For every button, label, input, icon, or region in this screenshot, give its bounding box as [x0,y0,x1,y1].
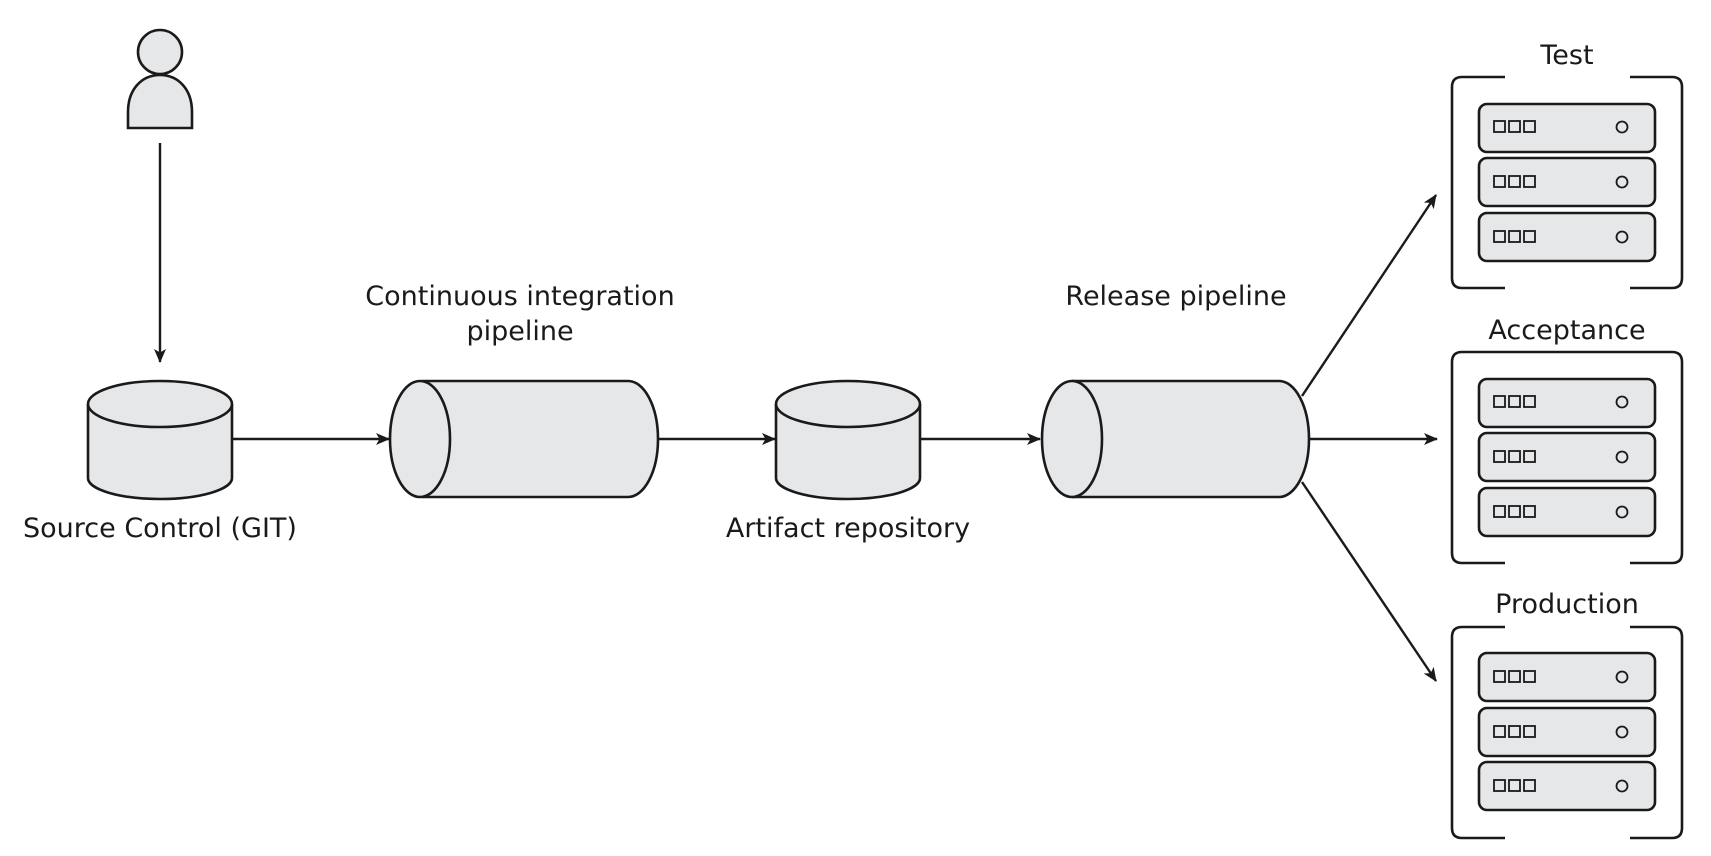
artifact-repository-database-icon [774,379,922,501]
server-unit [1477,760,1657,812]
arrow-release-to-test [1301,194,1437,397]
source-control-database-icon [86,379,234,501]
server-unit [1477,651,1657,703]
ci-pipeline-label-line1: Continuous integration [365,281,675,312]
server-unit [1477,706,1657,758]
environment-test-server-rack [1450,75,1684,290]
server-unit [1477,431,1657,483]
environment-acceptance-label: Acceptance [1488,315,1646,346]
source-control-label: Source Control (GIT) [23,513,297,544]
ci-pipeline-cylinder-icon [388,379,660,499]
server-unit [1477,486,1657,538]
server-unit [1477,156,1657,208]
environment-test-label: Test [1540,40,1594,71]
ci-pipeline-label: Continuous integration pipeline [345,279,695,349]
server-unit [1477,211,1657,263]
environment-production-label: Production [1495,589,1639,620]
artifact-repository-label: Artifact repository [725,513,971,544]
environment-production-server-rack [1450,625,1684,840]
release-pipeline-cylinder-icon [1040,379,1311,499]
server-unit [1477,377,1657,429]
server-unit [1477,102,1657,154]
ci-pipeline-label-line2: pipeline [466,316,574,348]
release-pipeline-label: Release pipeline [1065,281,1287,312]
environment-acceptance-server-rack [1450,350,1684,565]
user-icon [126,28,194,130]
arrow-release-to-production [1301,481,1437,682]
